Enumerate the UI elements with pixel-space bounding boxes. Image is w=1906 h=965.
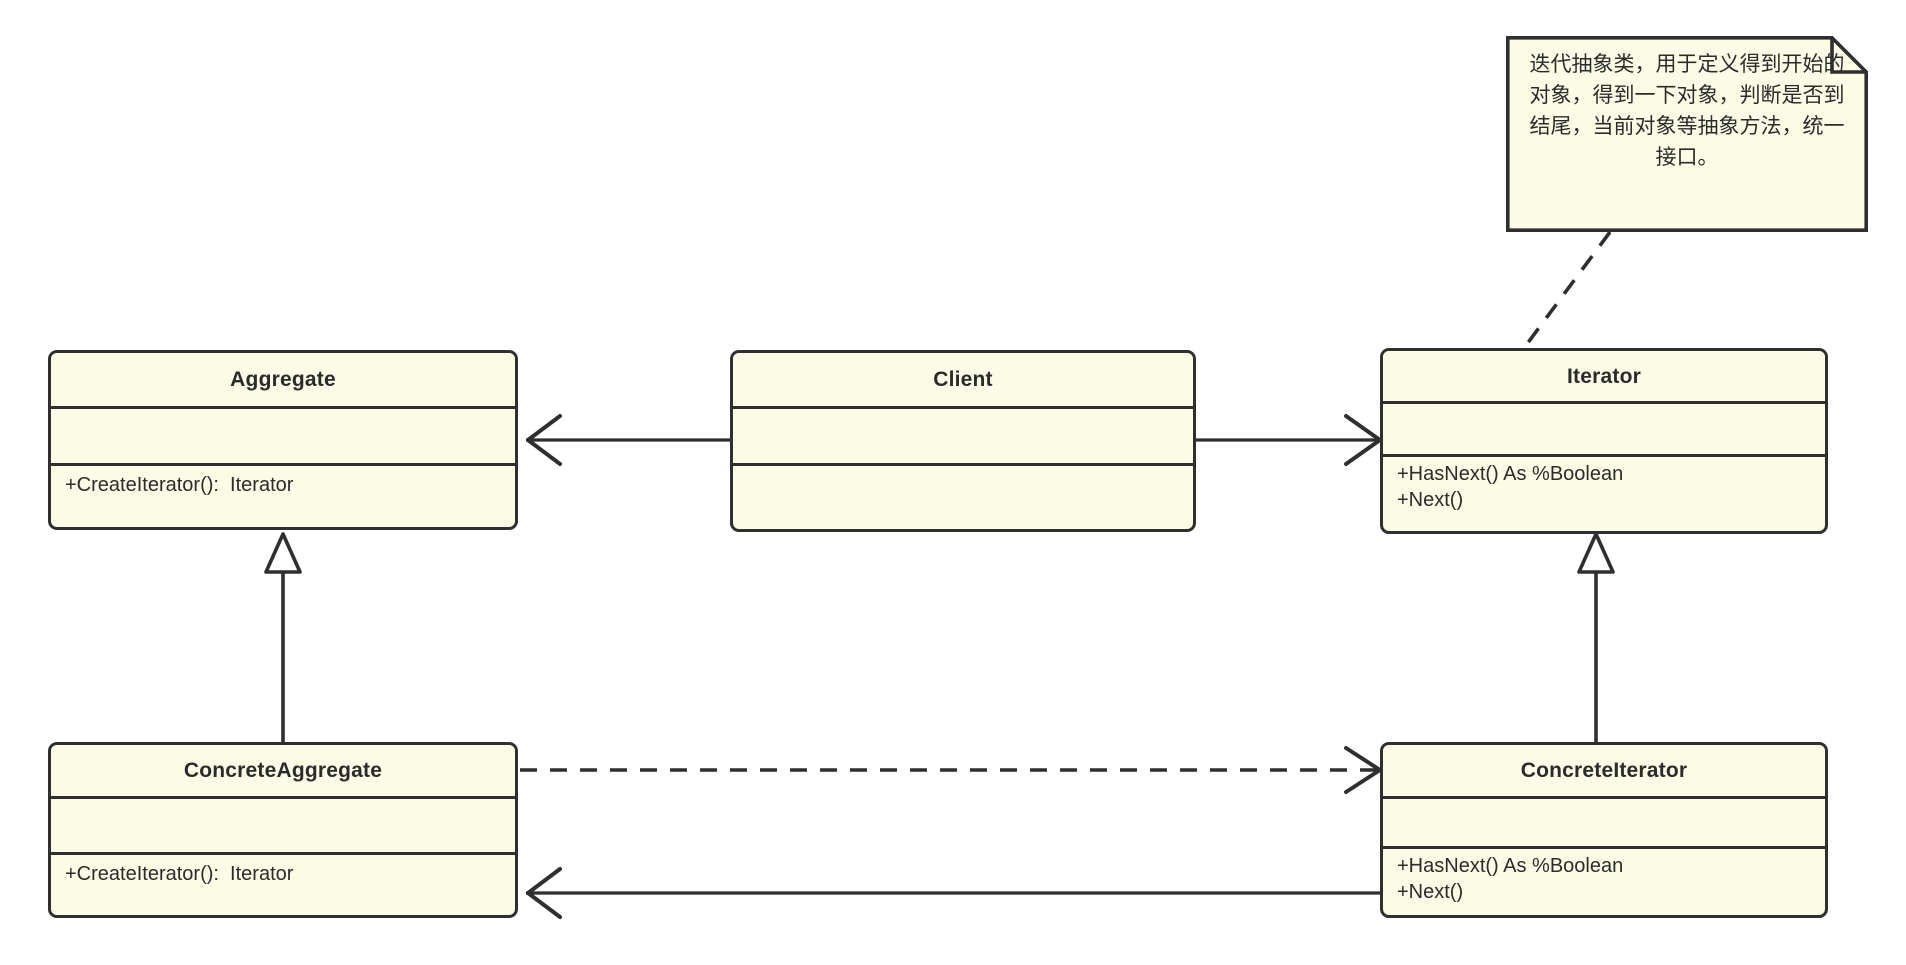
- edge-client-to-iterator: [1196, 414, 1382, 466]
- operation-line: +HasNext() As %Boolean: [1397, 463, 1624, 485]
- class-attributes-concrete-iterator: [1383, 799, 1825, 849]
- class-name-client: Client: [733, 353, 1193, 409]
- class-operations-aggregate: +CreateIterator(): Iterator: [51, 466, 515, 498]
- class-name-concrete-iterator: ConcreteIterator: [1383, 745, 1825, 799]
- class-operations-concrete-iterator: +HasNext() As %Boolean +Next(): [1383, 849, 1825, 905]
- edge-concrete-aggregate-to-concrete-iterator: [520, 746, 1382, 794]
- operation-line: +CreateIterator(): Iterator: [65, 474, 294, 496]
- class-box-concrete-iterator[interactable]: ConcreteIterator +HasNext() As %Boolean …: [1380, 742, 1828, 918]
- class-box-aggregate[interactable]: Aggregate +CreateIterator(): Iterator: [48, 350, 518, 530]
- class-name-iterator: Iterator: [1383, 351, 1825, 404]
- operation-line: +HasNext() As %Boolean: [1397, 855, 1624, 877]
- class-operations-iterator: +HasNext() As %Boolean +Next(): [1383, 457, 1825, 513]
- note-shape: [1506, 36, 1868, 232]
- class-attributes-concrete-aggregate: [51, 799, 515, 855]
- note-text: 迭代抽象类，用于定义得到开始的对象，得到一下对象，判断是否到结尾，当前对象等抽象…: [1529, 53, 1845, 169]
- edge-concrete-iterator-to-concrete-aggregate: [526, 867, 1380, 919]
- class-name-aggregate: Aggregate: [51, 353, 515, 409]
- class-attributes-client: [733, 409, 1193, 466]
- class-operations-client: [733, 466, 1193, 472]
- operation-line: +CreateIterator(): Iterator: [65, 863, 294, 885]
- note-iterator[interactable]: 迭代抽象类，用于定义得到开始的对象，得到一下对象，判断是否到结尾，当前对象等抽象…: [1506, 36, 1868, 232]
- class-attributes-aggregate: [51, 409, 515, 466]
- class-box-client[interactable]: Client: [730, 350, 1196, 532]
- class-box-iterator[interactable]: Iterator +HasNext() As %Boolean +Next(): [1380, 348, 1828, 534]
- operation-line: +Next(): [1397, 881, 1464, 903]
- class-operations-concrete-aggregate: +CreateIterator(): Iterator: [51, 855, 515, 887]
- class-box-concrete-aggregate[interactable]: ConcreteAggregate +CreateIterator(): Ite…: [48, 742, 518, 918]
- operation-line: +Next(): [1397, 489, 1464, 511]
- edge-concrete-iterator-to-iterator: [1577, 532, 1615, 742]
- edge-client-to-aggregate: [526, 414, 730, 466]
- edge-concrete-aggregate-to-aggregate: [264, 532, 302, 742]
- class-attributes-iterator: [1383, 404, 1825, 457]
- edge-note-to-iterator: [1522, 230, 1612, 350]
- class-name-concrete-aggregate: ConcreteAggregate: [51, 745, 515, 799]
